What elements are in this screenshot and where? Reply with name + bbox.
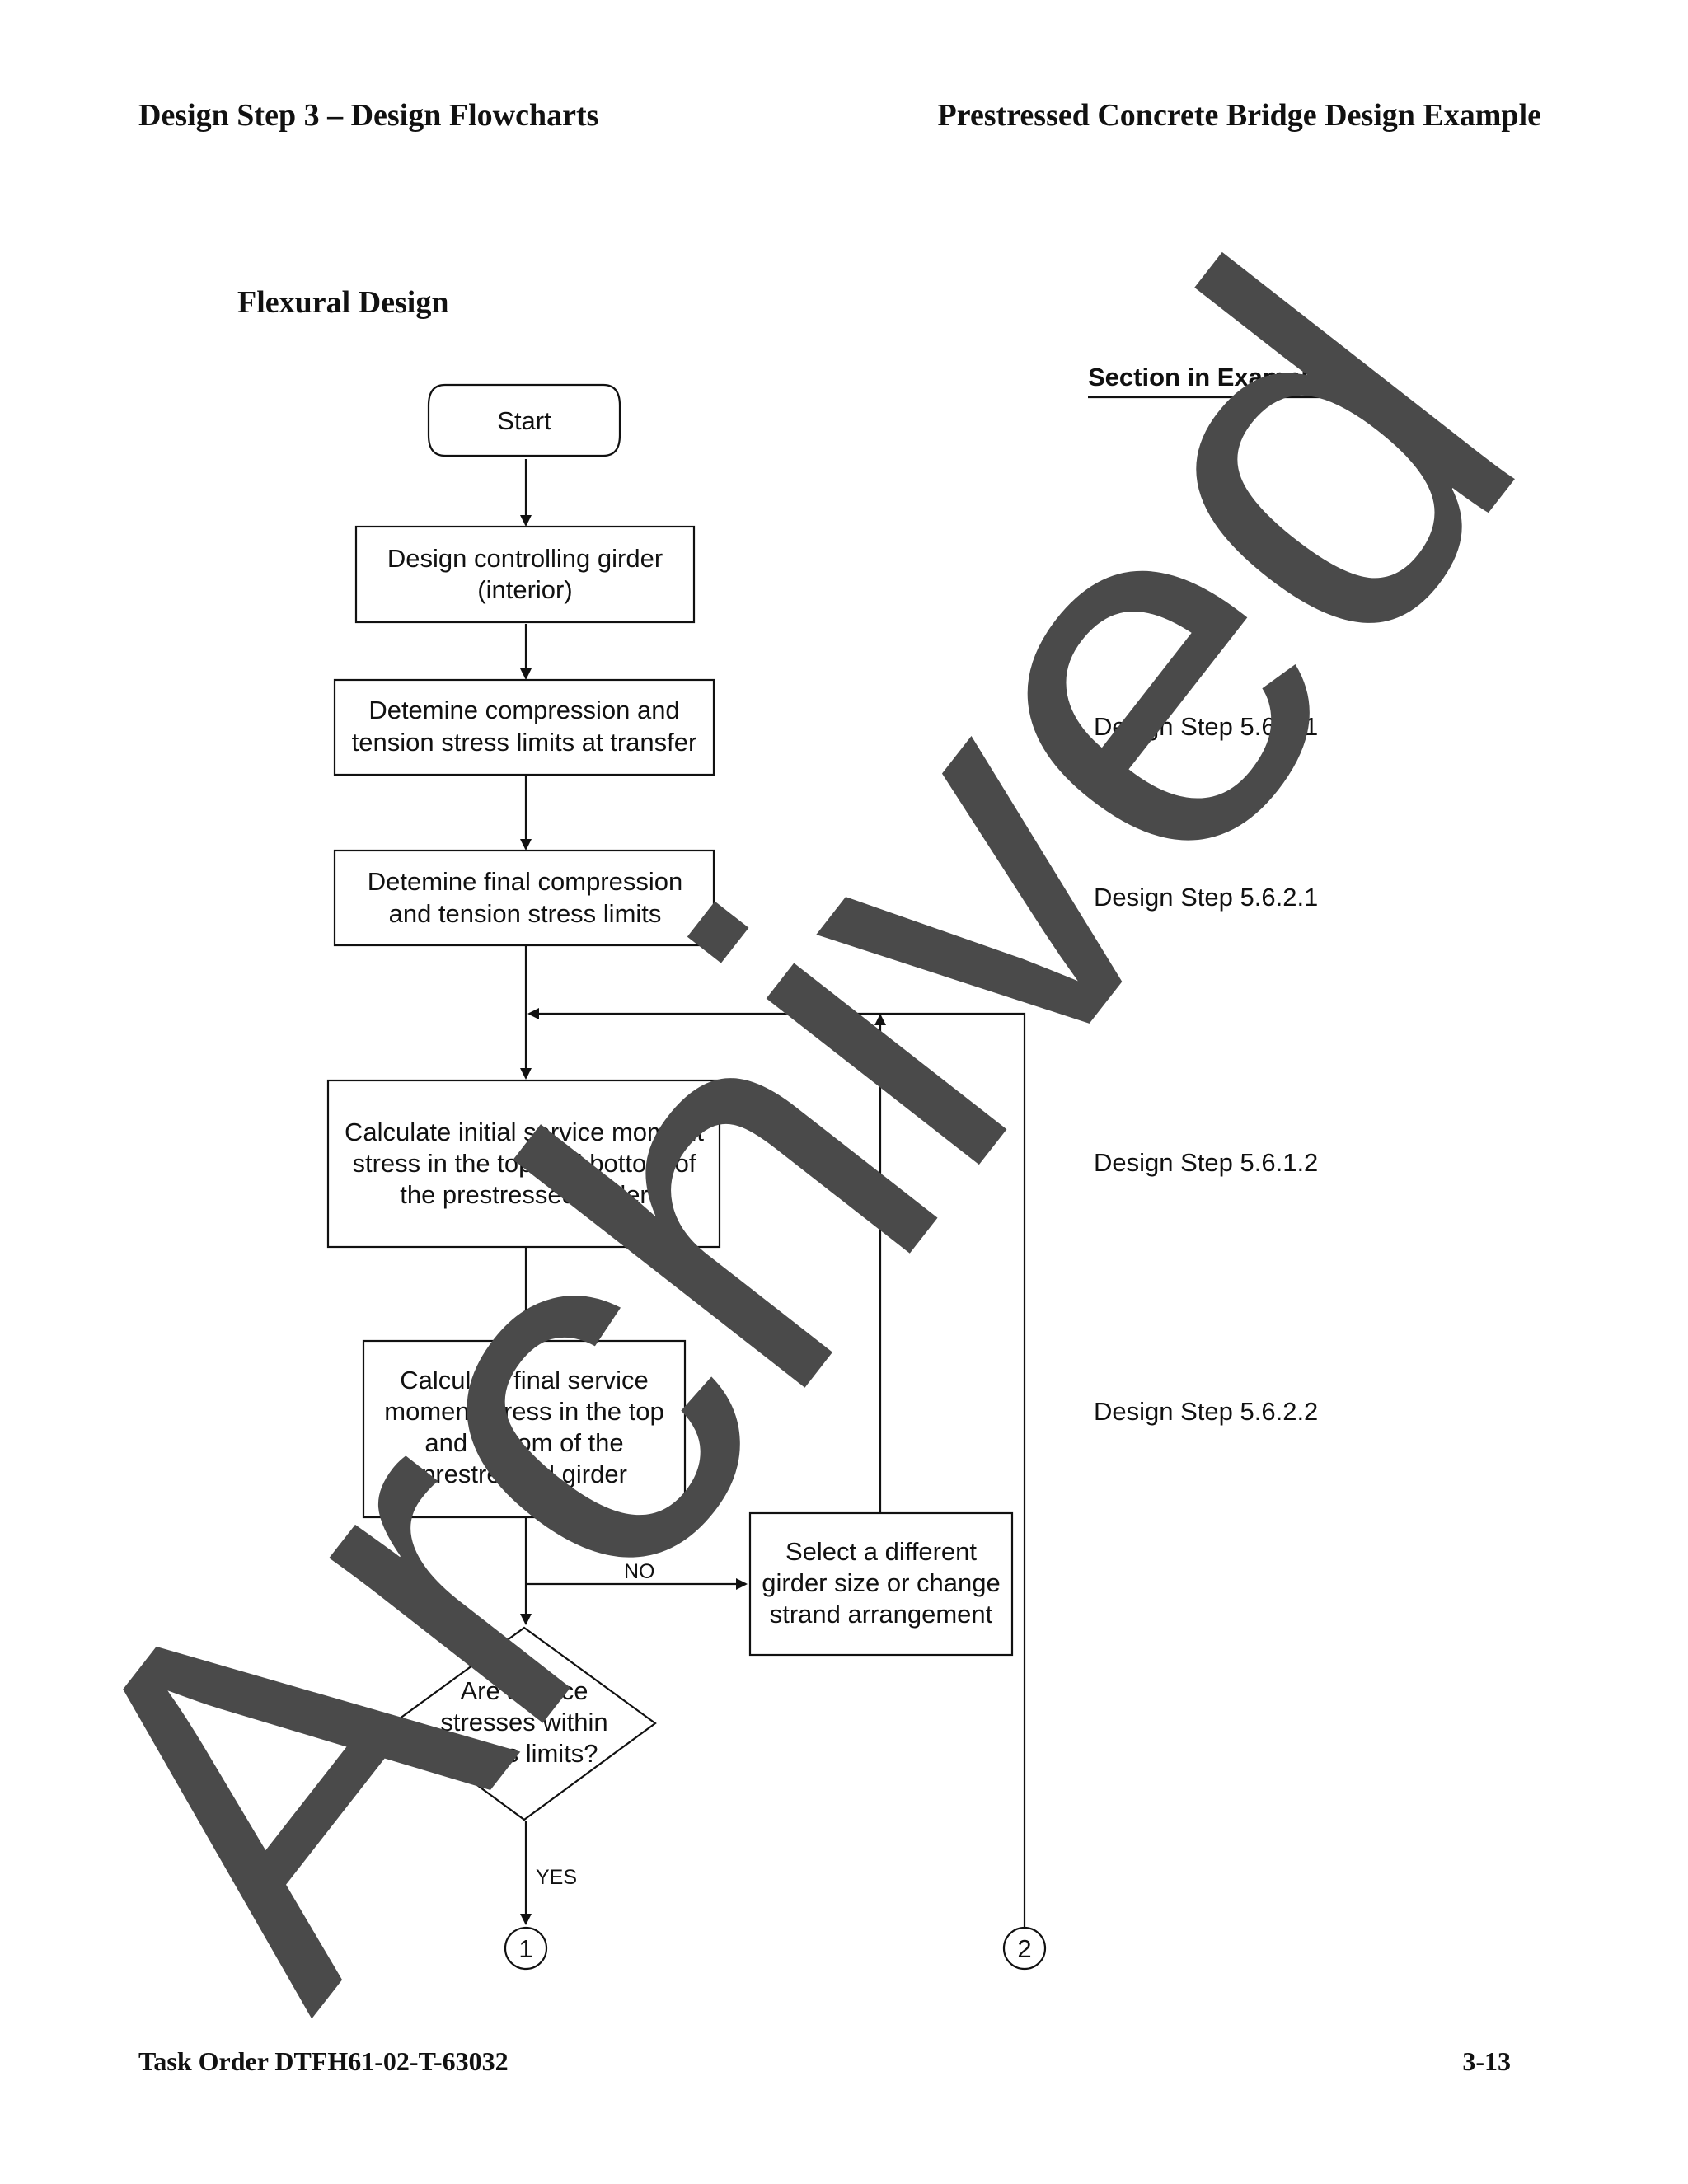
initial-stress-line-2: stress in the top and bottom of [352,1149,696,1178]
flow-edges [520,459,1026,1933]
connector-1-label: 1 [518,1934,532,1963]
final-stress-line-2: moment stress in the top [384,1397,663,1426]
page-footer-left: Task Order DTFH61-02-T-63032 [138,2046,509,2076]
column-heading: Section in Example [1088,363,1322,391]
transfer-limits-box [333,678,715,776]
section-title: Flexural Design [237,285,449,320]
ref-transfer-limits: Design Step 5.6.1.1 [1094,712,1318,741]
change-girder-line-2: girder size or change [762,1568,1001,1597]
transfer-limits-line-2: tension stress limits at transfer [352,728,697,757]
design-girder-box [354,525,696,624]
archived-watermark: Archived [0,169,1621,2087]
final-stress-line-3: and bottom of the [424,1428,623,1457]
final-limits-line-2: and tension stress limits [389,899,662,928]
change-girder-line-1: Select a different [785,1537,977,1566]
decision-diamond [392,1626,657,1821]
design-girder-line-1: Design controlling girder [387,544,663,573]
edge-connector2-loop [528,1008,1026,1933]
final-limits-box [333,849,715,947]
ref-initial-stress: Design Step 5.6.1.2 [1094,1148,1318,1177]
initial-stress-line-3: the prestressed girder [400,1180,649,1209]
page-header-right: Prestressed Concrete Bridge Design Examp… [937,98,1541,133]
final-stress-line-1: Calculate final service [400,1366,649,1394]
change-girder-line-3: strand arrangement [770,1600,993,1629]
decision-line-1: Are service [460,1676,588,1705]
connector-2-label: 2 [1017,1934,1031,1963]
edge-label-no: NO [624,1560,655,1583]
connector-1 [504,1926,548,1971]
start-label: Start [497,406,551,435]
connector-2 [1002,1926,1047,1971]
ref-final-stress: Design Step 5.6.2.2 [1094,1397,1318,1426]
transfer-limits-line-1: Detemine compression and [368,696,679,724]
page-header-left: Design Step 3 – Design Flowcharts [138,98,599,133]
decision-line-2: stresses within [440,1708,607,1736]
initial-stress-box [326,1079,721,1249]
final-stress-box [362,1339,687,1519]
ref-final-limits: Design Step 5.6.2.1 [1094,883,1318,912]
initial-stress-line-1: Calculate initial service moment [345,1118,704,1146]
page-footer-right: 3-13 [1462,2046,1511,2076]
final-limits-line-1: Detemine final compression [368,867,683,896]
design-girder-line-2: (interior) [477,575,572,604]
edge-label-yes: YES [536,1866,577,1889]
decision-line-3: stress limits? [450,1739,598,1768]
start-terminal [427,383,621,457]
change-girder-box [748,1511,1014,1657]
final-stress-line-4: prestressed girder [421,1460,627,1488]
